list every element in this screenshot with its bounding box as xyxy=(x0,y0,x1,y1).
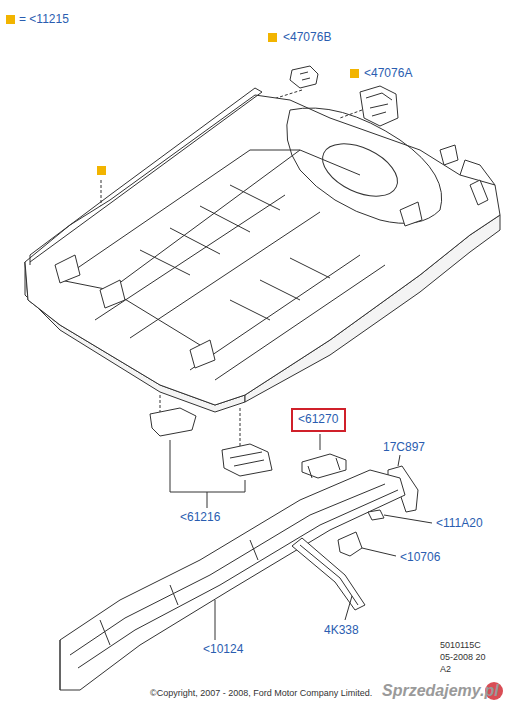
legend-swatch xyxy=(6,15,15,24)
drawing-code: 5010115C xyxy=(440,641,481,651)
callout-number: <61270 xyxy=(298,413,339,426)
highlight-box: <61270 xyxy=(291,408,346,432)
callout-number: <47076A xyxy=(364,67,412,80)
drawing-date: 05-2008 20 xyxy=(440,653,486,663)
callout-number: 17C897 xyxy=(383,441,425,454)
legend-text: = <11215 xyxy=(19,12,69,26)
callout-number: 4K338 xyxy=(324,624,359,637)
callout-number: <10706 xyxy=(400,551,440,564)
callout-number: <10124 xyxy=(203,643,243,656)
copyright-note: ©Copyright, 2007 - 2008, Ford Motor Comp… xyxy=(150,689,372,699)
watermark: Sprzedajemy.pl xyxy=(382,682,499,700)
callout-number: <111A20 xyxy=(436,517,483,530)
callout-number: <47076B xyxy=(283,31,331,44)
drawing-code: A2 xyxy=(440,665,451,675)
callout-number: <61216 xyxy=(180,511,220,524)
legend-entry: = <11215 xyxy=(6,12,69,26)
